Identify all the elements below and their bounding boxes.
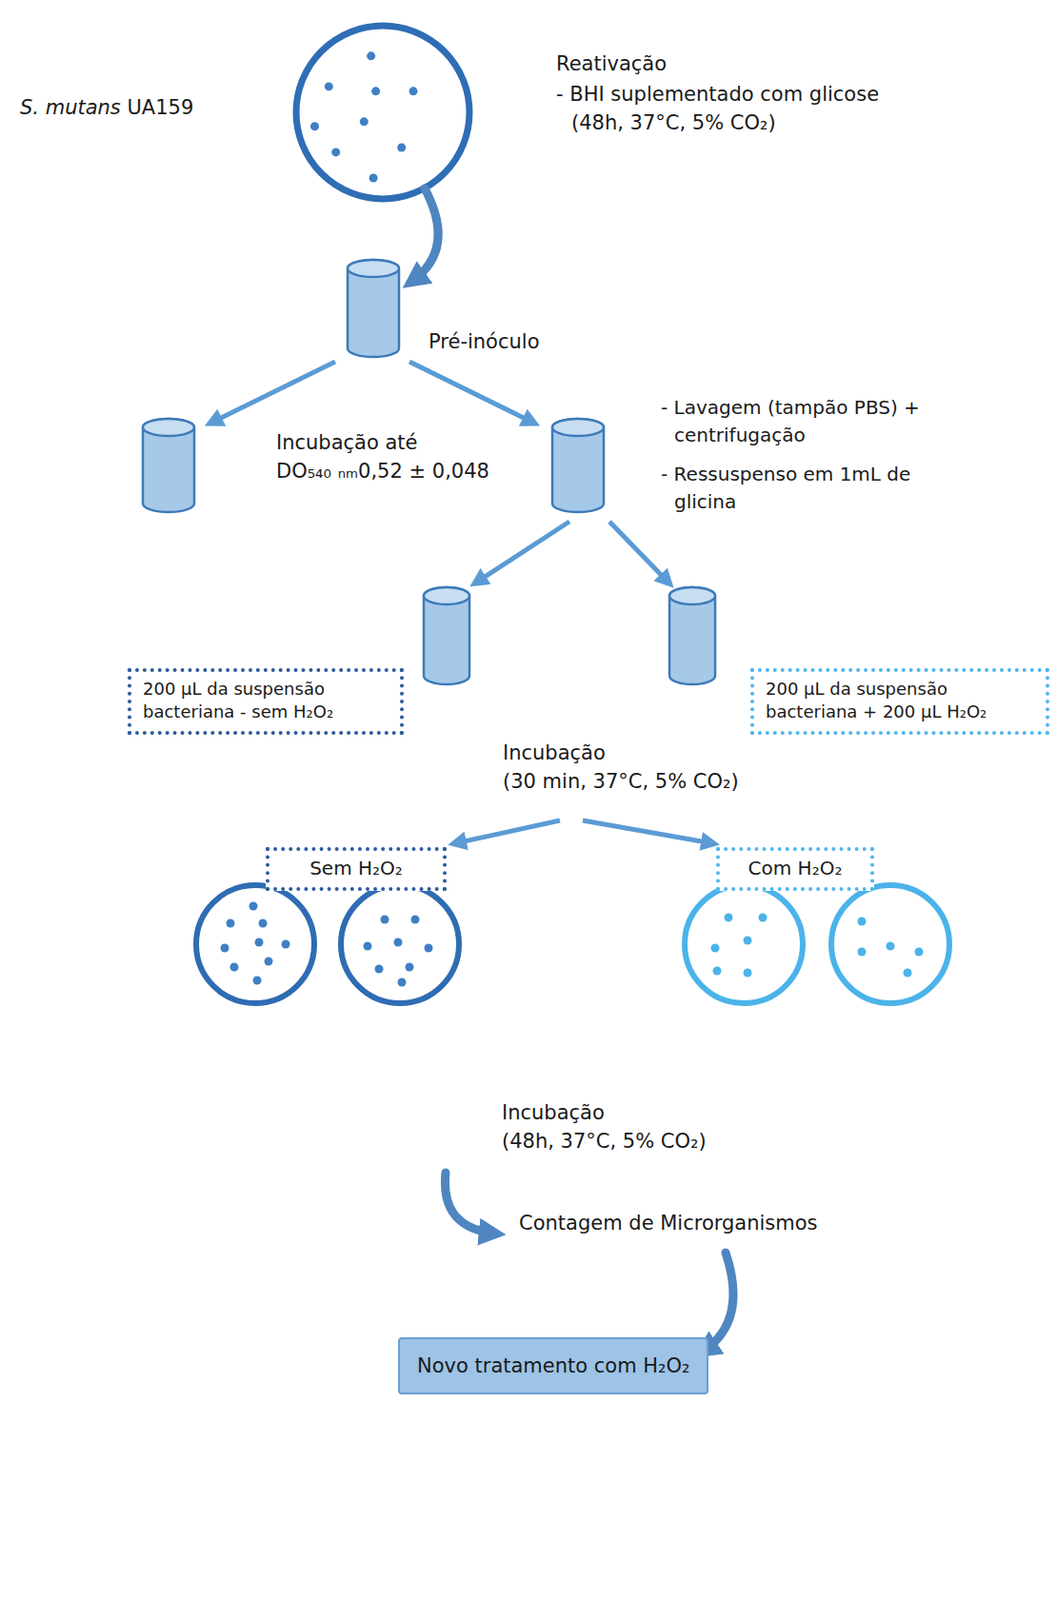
colony-dot: [411, 916, 420, 925]
colony-dot: [371, 86, 380, 96]
flow-arrow: [476, 521, 570, 583]
test-tube: [347, 259, 399, 358]
flow-arrow: [211, 361, 336, 423]
colony-dot: [743, 969, 753, 978]
flow-arrow: [409, 361, 534, 423]
step-note: Incubação até DO₅₄₀ ₙₘ0,52 ± 0,048: [276, 428, 490, 487]
tube-top: [552, 418, 604, 437]
colony-dot: [310, 121, 320, 131]
colony-dot: [398, 978, 407, 988]
curved-arrow: [411, 188, 439, 282]
colony-dot: [375, 965, 384, 975]
colony-dot: [405, 963, 415, 973]
step-title: Contagem de Microrganismos: [518, 1209, 818, 1238]
step-note: - Ressuspenso em 1mL de glicina: [660, 460, 911, 517]
tube-top: [142, 418, 195, 437]
colony-dot: [758, 914, 768, 923]
colony-dot: [281, 940, 291, 950]
colony-dot: [324, 81, 334, 91]
dotted-box: 200 µL da suspensão bacteriana + 200 µL …: [750, 668, 1050, 736]
box-text: 200 µL da suspensão bacteriana + 200 µL …: [765, 678, 1035, 725]
step-note: - BHI suplementado com glicose (48h, 37°…: [556, 79, 879, 139]
colony-dot: [397, 142, 406, 152]
curved-arrow: [702, 1253, 734, 1353]
colony-dot: [363, 942, 373, 952]
petri-dish: [296, 25, 470, 200]
curved-arrow: [444, 1173, 496, 1235]
step-title: Reativação: [556, 49, 667, 79]
colony-dot: [255, 938, 264, 948]
test-tube: [423, 587, 470, 685]
colony-dot: [903, 969, 913, 978]
colony-dot: [915, 948, 924, 958]
colony-dot: [409, 86, 419, 96]
colony-dot: [220, 944, 230, 954]
test-tube: [552, 418, 604, 513]
colony-dot: [359, 117, 369, 126]
dotted-box: Com H₂O₂: [716, 847, 875, 892]
tube-top: [423, 587, 470, 605]
colony-dot: [380, 916, 390, 925]
colony-dot: [857, 917, 867, 927]
process-box: Novo tratamento com H₂O₂: [398, 1337, 709, 1396]
colony-dot: [857, 948, 867, 958]
step-note: Incubação (48h, 37°C, 5% CO₂): [501, 1098, 707, 1157]
tube-top: [347, 259, 399, 278]
colony-dot: [226, 919, 236, 929]
colony-dot: [724, 914, 734, 923]
colony-dot: [369, 174, 379, 183]
colony-dot: [424, 944, 434, 954]
colony-dot: [394, 938, 403, 948]
test-tube: [142, 418, 195, 513]
colony-dot: [366, 51, 376, 60]
petri-dish: [831, 885, 950, 1004]
test-tube: [669, 587, 716, 685]
colony-dot: [886, 942, 896, 952]
tube-label: Pré-inóculo: [428, 327, 540, 357]
flow-arrow: [582, 820, 713, 844]
step-note: Incubação (30 min, 37°C, 5% CO₂): [502, 738, 739, 798]
colony-dot: [713, 967, 722, 977]
colony-dot: [711, 944, 720, 954]
box-text: Novo tratamento com H₂O₂: [417, 1353, 690, 1380]
box-text: Sem H₂O₂: [280, 856, 432, 882]
step-note: - Lavagem (tampão PBS) + centrifugação: [660, 394, 920, 450]
colony-dot: [743, 937, 753, 946]
colony-dot: [259, 919, 268, 929]
box-text: Com H₂O₂: [731, 856, 859, 882]
strain-name: S. mutans UA159: [19, 93, 194, 122]
colony-dot: [264, 957, 274, 967]
petri-dish: [684, 885, 803, 1004]
flow-arrow: [609, 521, 669, 583]
flow-arrow: [455, 820, 560, 844]
colony-dot: [253, 977, 262, 986]
petri-dish: [196, 885, 315, 1004]
dotted-box: Sem H₂O₂: [265, 847, 447, 892]
colony-dot: [331, 147, 340, 157]
petri-dish: [340, 885, 459, 1004]
colony-dot: [230, 963, 240, 973]
tube-top: [669, 587, 716, 605]
dotted-box: 200 µL da suspensão bacteriana - sem H₂O…: [127, 668, 404, 736]
box-text: 200 µL da suspensão bacteriana - sem H₂O…: [142, 678, 389, 725]
colony-dot: [249, 902, 259, 912]
